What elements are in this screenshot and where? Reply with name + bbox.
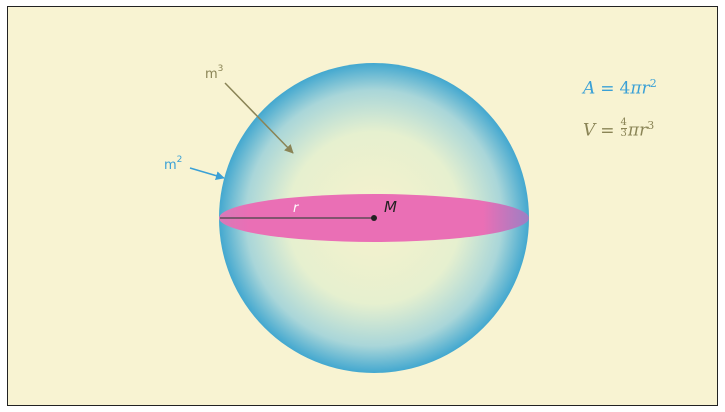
area-pointer-arrow (189, 167, 225, 181)
volume-pointer-arrow (224, 82, 294, 154)
center-point (371, 215, 377, 221)
area-formula-coef: 4 (619, 78, 631, 99)
volume-unit-label: m3 (205, 64, 223, 82)
area-formula: A=4πr2 (583, 78, 657, 98)
area-unit-label: m2 (164, 155, 182, 173)
area-formula-pi: π (630, 78, 642, 99)
radius-label: r (293, 201, 300, 216)
volume-formula-exp: 3 (647, 119, 655, 132)
volume-formula-pi: π (627, 120, 640, 141)
volume-formula-lhs: V (583, 120, 596, 141)
volume-formula-equals: = (600, 120, 615, 141)
area-formula-lhs: A (583, 78, 596, 99)
area-formula-var: r (641, 78, 650, 99)
area-formula-equals: = (600, 78, 615, 99)
volume-formula-var: r (639, 120, 648, 141)
volume-formula-frac-den: 3 (620, 127, 627, 139)
volume-formula-frac-num: 4 (620, 116, 627, 129)
area-formula-exp: 2 (649, 77, 657, 90)
center-label: M (384, 198, 397, 216)
